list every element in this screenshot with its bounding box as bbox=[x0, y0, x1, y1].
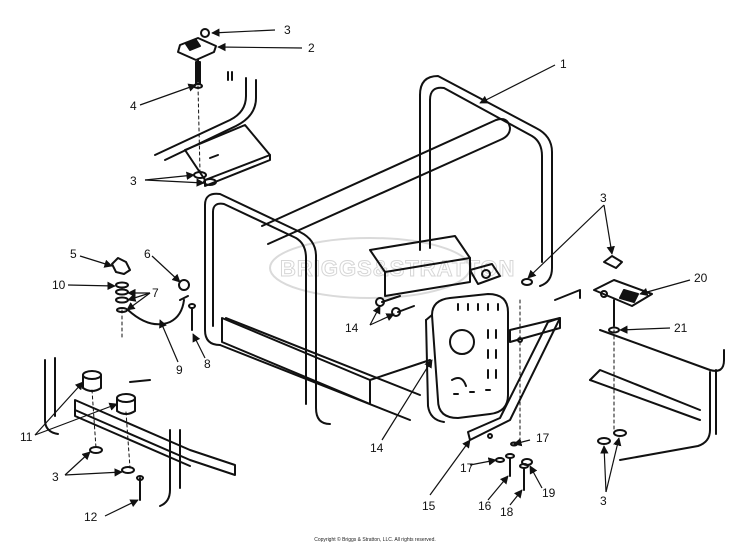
callout-3-upper-right: 3 bbox=[600, 191, 607, 205]
main-frame bbox=[204, 75, 581, 425]
callout-5: 5 bbox=[70, 247, 77, 261]
callout-3-lower-right: 3 bbox=[600, 494, 607, 508]
callout-17-right: 17 bbox=[536, 431, 550, 445]
callout-12: 12 bbox=[84, 510, 98, 524]
callout-16: 16 bbox=[478, 499, 492, 513]
upper-left-frame-detail bbox=[154, 71, 271, 187]
callout-13: 14 bbox=[345, 321, 359, 335]
ground-wire-assembly bbox=[111, 257, 196, 331]
callout-17-left: 17 bbox=[460, 461, 474, 475]
bolts-13 bbox=[375, 295, 415, 317]
upper-left-mount bbox=[177, 28, 217, 186]
copyright-notice: Copyright © Briggs & Stratton, LLC. All … bbox=[314, 537, 436, 543]
callout-11: 11 bbox=[20, 430, 33, 444]
callout-20: 20 bbox=[694, 271, 708, 285]
callout-7: 7 bbox=[152, 286, 159, 300]
callout-1: 1 bbox=[560, 57, 567, 71]
muffler-bracket bbox=[467, 317, 561, 441]
callout-8: 8 bbox=[204, 357, 211, 371]
callout-10: 10 bbox=[52, 278, 66, 292]
callout-6: 6 bbox=[144, 247, 151, 261]
callout-3-upper-left: 3 bbox=[130, 174, 137, 188]
callout-labels: 3 2 4 1 3 3 5 6 10 7 20 21 14 8 9 11 14 … bbox=[20, 23, 708, 524]
callout-2: 2 bbox=[308, 41, 315, 55]
callout-15: 15 bbox=[422, 499, 436, 513]
callout-14: 14 bbox=[370, 441, 384, 455]
muffler-hardware bbox=[495, 441, 533, 491]
muffler bbox=[425, 263, 509, 423]
leader-lines bbox=[34, 28, 691, 517]
lower-left-frame-detail bbox=[44, 357, 236, 507]
callout-3-lower-left: 3 bbox=[52, 470, 59, 484]
right-frame-detail bbox=[589, 329, 725, 461]
callout-19: 19 bbox=[542, 486, 556, 500]
callout-9: 9 bbox=[176, 363, 183, 377]
upper-right-mount bbox=[521, 255, 653, 445]
callout-21: 21 bbox=[674, 321, 688, 335]
callout-4: 4 bbox=[130, 99, 137, 113]
assembly-lines bbox=[91, 85, 615, 469]
callout-18: 18 bbox=[500, 505, 514, 519]
callout-3-top: 3 bbox=[284, 23, 291, 37]
